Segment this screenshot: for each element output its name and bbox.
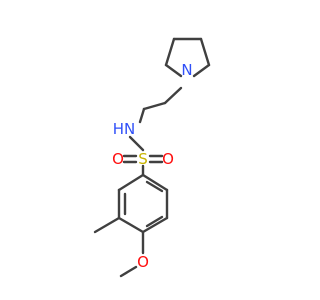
bond [141, 216, 169, 234]
bond [199, 37, 211, 67]
nh-nitrogen-label: N [124, 120, 135, 138]
aromatic-inner-bond [145, 215, 164, 228]
bond [117, 216, 145, 234]
sulfur-label: S [138, 150, 148, 168]
propyl-chain [138, 86, 183, 124]
bond [117, 173, 145, 192]
sulfonyl-oxygen-left-label: O [112, 150, 124, 168]
aromatic-inner-bond [145, 180, 164, 193]
sulfonamide-group [122, 135, 164, 177]
bond [128, 135, 145, 152]
atom-labels: N HN S O O O [112, 61, 193, 271]
sulfonyl-oxygen-right-label: O [162, 150, 174, 168]
bond [164, 63, 183, 78]
bond [142, 101, 167, 111]
bond [138, 107, 146, 124]
nh-hydrogen-label: H [113, 120, 124, 138]
bond [163, 86, 183, 105]
methoxy-oxygen-label: O [137, 253, 149, 271]
bond [192, 63, 211, 78]
bond [164, 37, 176, 67]
sulfonamide-nh-label: HN [113, 120, 136, 138]
methyl-bond [93, 216, 121, 234]
pyrrolidine-ring [164, 37, 211, 78]
pyrrolidine-nitrogen-label: N [181, 61, 192, 79]
molecule-structure-diagram: N HN S O O O [93, 37, 211, 278]
molecule-svg: N HN S O O O [93, 37, 211, 278]
benzene-ring [117, 173, 169, 234]
bond [141, 173, 169, 192]
substituents [93, 216, 145, 278]
methoxy-methyl-bond [119, 265, 138, 278]
